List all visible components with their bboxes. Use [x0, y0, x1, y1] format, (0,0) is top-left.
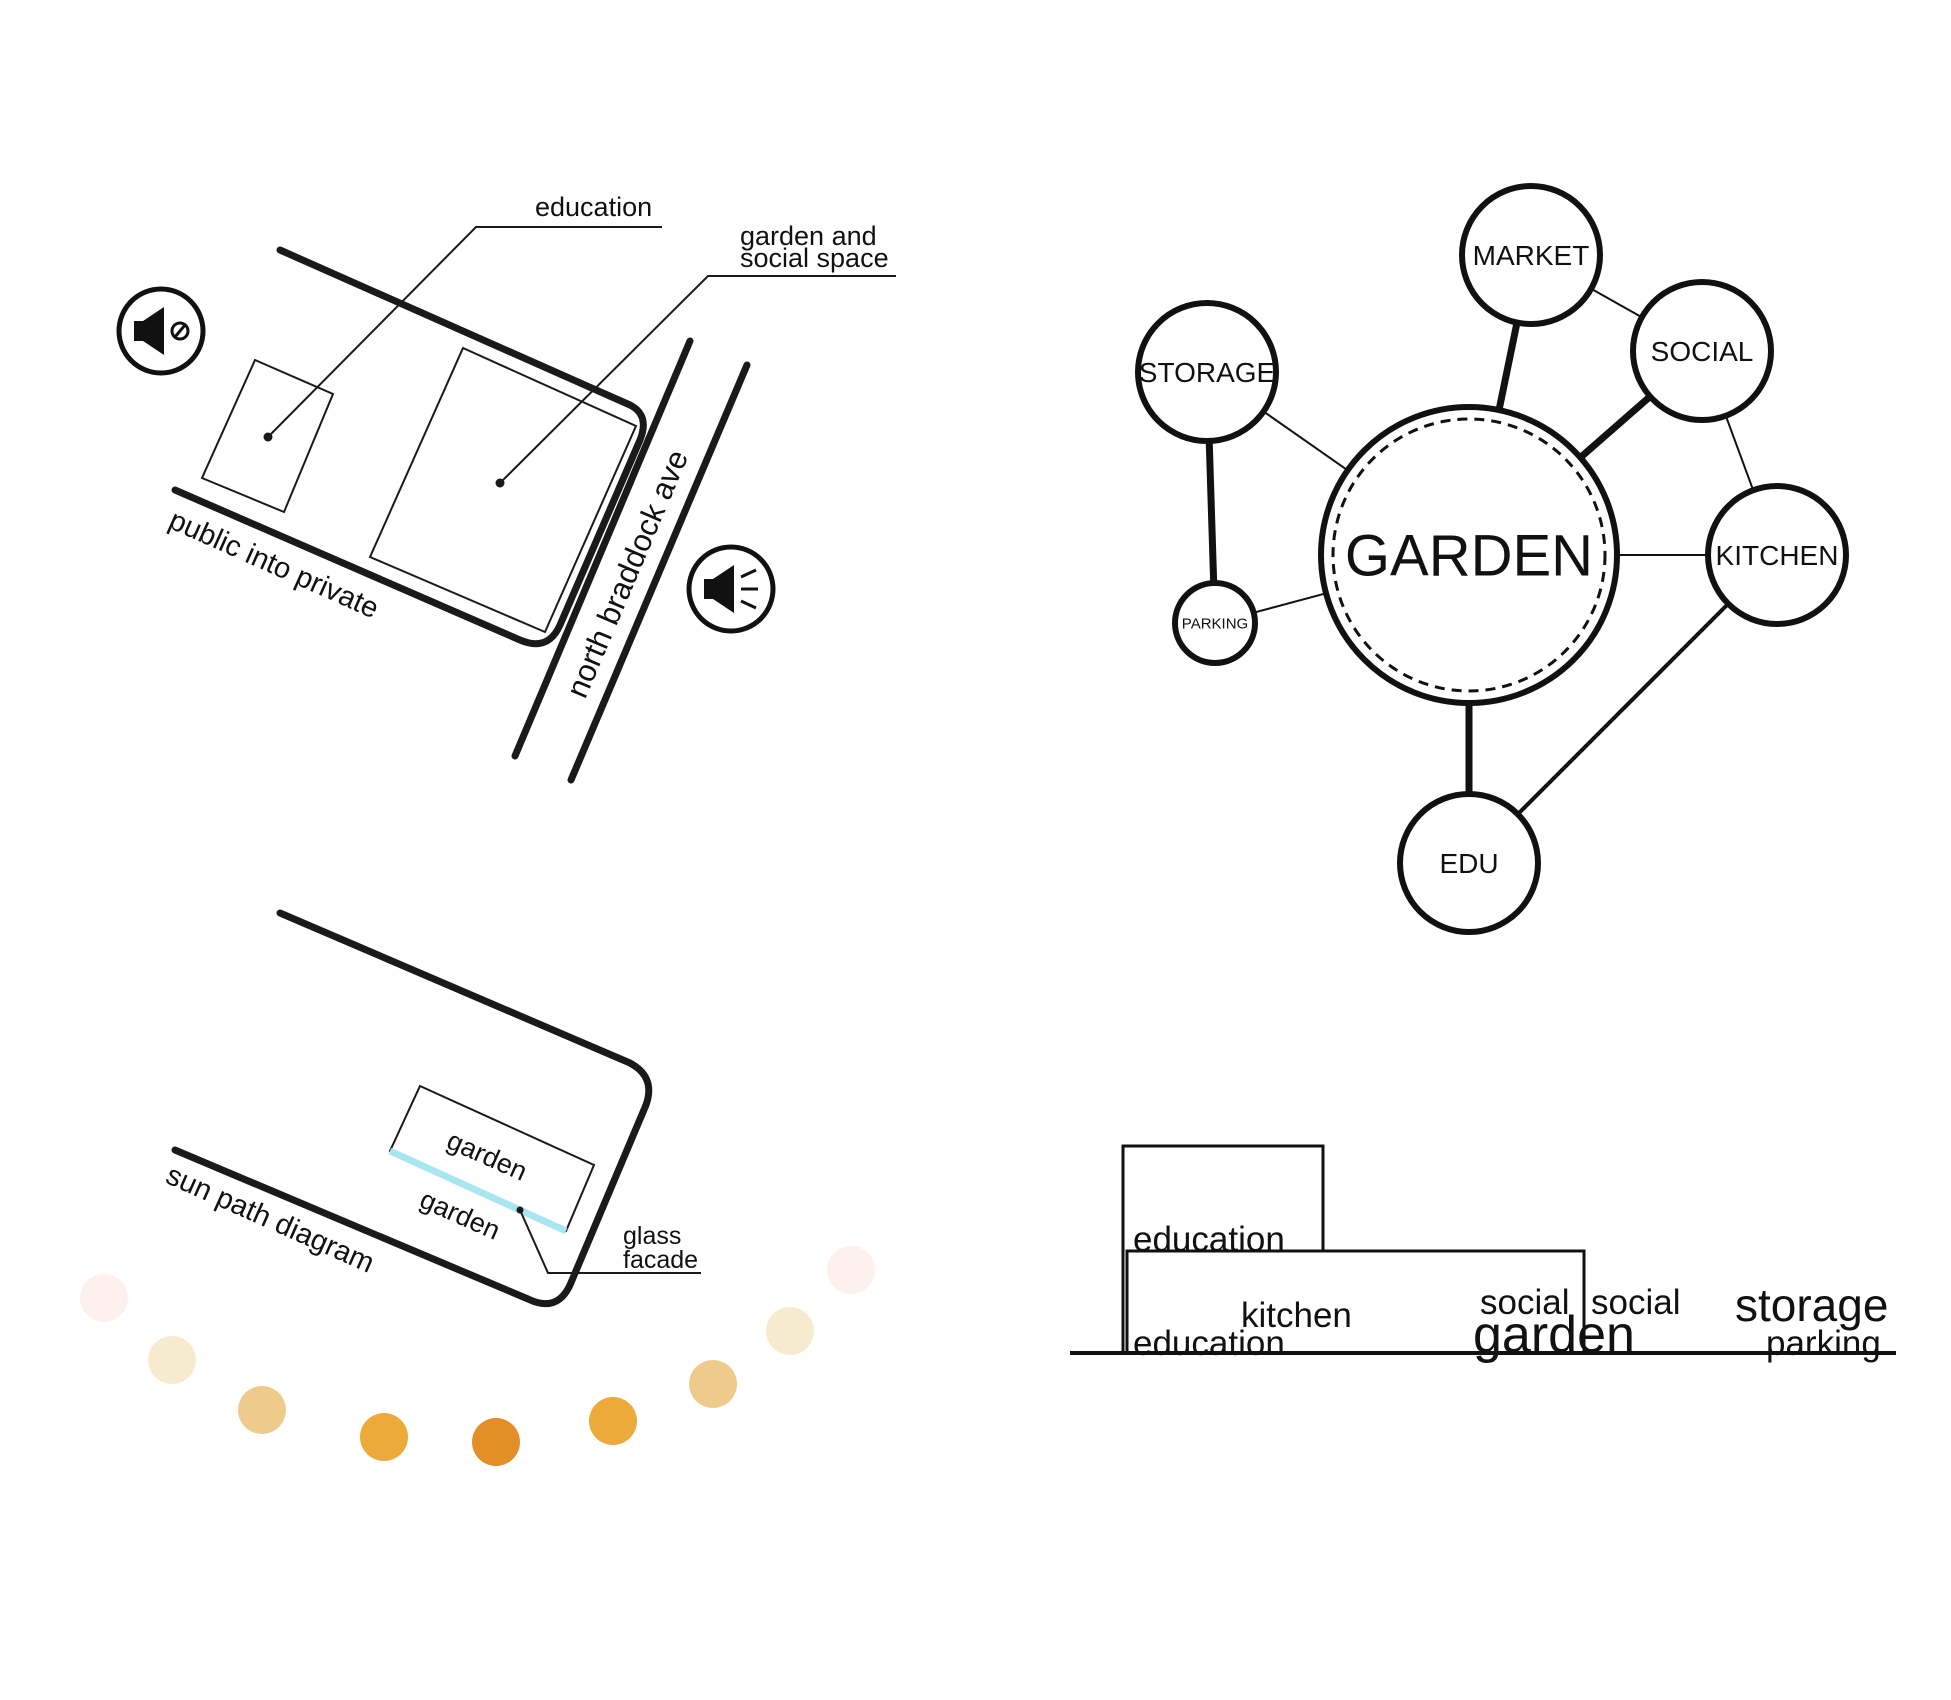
- link-garden-storage: [1263, 410, 1349, 472]
- node-storage-label: STORAGE: [1139, 357, 1275, 388]
- node-kitchen-label: KITCHEN: [1716, 540, 1839, 571]
- node-social-label: SOCIAL: [1651, 336, 1754, 367]
- node-garden-label: GARDEN: [1345, 523, 1593, 588]
- sun-path-plan: garden garden glass facade sun path diag…: [80, 909, 875, 1466]
- speaker-loud-icon: [686, 544, 776, 634]
- garden-label-line1: garden and: [740, 221, 877, 251]
- section-education-lower: education: [1133, 1324, 1285, 1363]
- node-garden: GARDEN: [1318, 404, 1620, 706]
- sun-dot: [360, 1413, 408, 1461]
- street-curb-east: [567, 361, 751, 784]
- sun-dot: [766, 1307, 814, 1355]
- education-label: education: [535, 192, 652, 222]
- node-storage-circle: [1135, 300, 1279, 444]
- glass-leader: [519, 1209, 701, 1274]
- lower-volume-outline: [1125, 1249, 1586, 1353]
- node-edu-circle: [1397, 791, 1541, 935]
- garden-label-line2: social space: [740, 243, 889, 273]
- node-market-label: MARKET: [1473, 240, 1590, 271]
- sun-dot: [689, 1360, 737, 1408]
- sun-dots: [80, 1246, 875, 1466]
- node-edu: EDU: [1397, 791, 1541, 935]
- link-market-social: [1590, 287, 1643, 319]
- garden-dashed-ring: [1331, 417, 1607, 693]
- bubble-links: [1205, 287, 1755, 816]
- link-kitchen-edu: [1516, 602, 1730, 816]
- glass-facade-line: [388, 1147, 568, 1235]
- garden-leader: [499, 275, 896, 484]
- section-social-right: social: [1591, 1283, 1680, 1322]
- sun-dot: [148, 1336, 196, 1384]
- education-block: [200, 358, 335, 514]
- street-curb-west: [511, 337, 694, 760]
- sun-dot: [827, 1246, 875, 1294]
- glass-label-line1: glass: [623, 1222, 681, 1250]
- node-social: SOCIAL: [1630, 279, 1774, 423]
- education-leader: [267, 226, 662, 438]
- section-education-upper: education: [1133, 1220, 1285, 1259]
- node-edu-label: EDU: [1439, 848, 1498, 879]
- glass-label-line2: facade: [623, 1246, 698, 1274]
- node-parking: PARKING: [1172, 580, 1258, 666]
- bubble-nodes: GARDEN MARKET STORAGE SOCIAL KITCHEN PARKING E…: [1135, 183, 1849, 935]
- link-social-kitchen: [1724, 415, 1755, 491]
- site-boundary: [171, 246, 647, 648]
- node-garden-circle: [1318, 404, 1620, 706]
- section-kitchen: kitchen: [1241, 1296, 1352, 1335]
- link-garden-parking: [1253, 592, 1327, 614]
- program-section: education kitchen education social socia…: [1070, 1144, 1896, 1364]
- sun-dot: [589, 1397, 637, 1445]
- bubble-diagram: GARDEN MARKET STORAGE SOCIAL KITCHEN PARKING E…: [1135, 183, 1849, 935]
- sun-dot: [238, 1386, 286, 1434]
- link-garden-social: [1578, 393, 1653, 461]
- site-plan: education garden and social space north …: [116, 192, 896, 784]
- node-kitchen: KITCHEN: [1705, 483, 1849, 627]
- node-parking-label: PARKING: [1182, 615, 1248, 632]
- node-storage: STORAGE: [1135, 300, 1279, 444]
- link-storage-parking: [1205, 440, 1218, 584]
- upper-volume-outline: [1121, 1144, 1325, 1353]
- link-garden-market: [1495, 321, 1521, 411]
- sun-dot: [472, 1418, 520, 1466]
- node-social-circle: [1630, 279, 1774, 423]
- node-market-circle: [1459, 183, 1603, 327]
- section-parking: parking: [1766, 1324, 1881, 1363]
- section-storage: storage: [1735, 1279, 1888, 1331]
- node-parking-circle: [1172, 580, 1258, 666]
- sun-site-boundary: [171, 909, 653, 1308]
- section-social-left: social: [1480, 1283, 1569, 1322]
- speaker-muted-icon: [116, 286, 206, 376]
- sun-dot: [80, 1274, 128, 1322]
- node-market: MARKET: [1459, 183, 1603, 327]
- garden-social-block: [368, 346, 638, 634]
- node-kitchen-circle: [1705, 483, 1849, 627]
- section-garden: garden: [1473, 1306, 1635, 1364]
